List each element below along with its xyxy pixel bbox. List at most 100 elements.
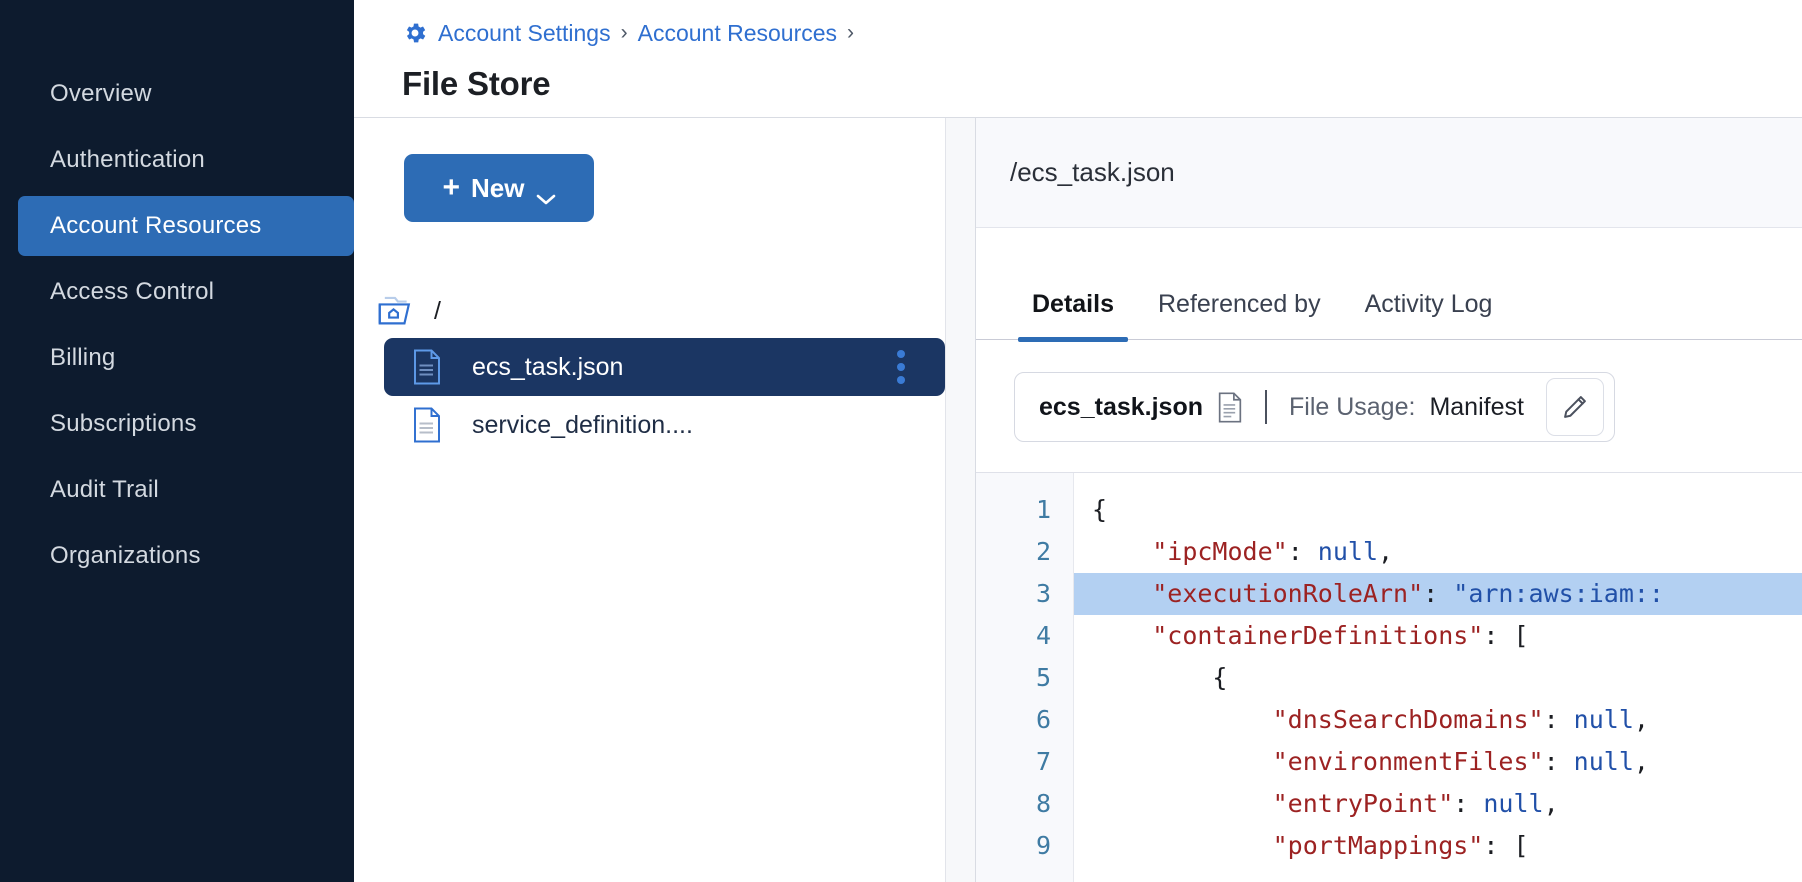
line-number: 5: [1035, 663, 1051, 692]
folder-home-icon: [376, 295, 414, 327]
file-icon: [412, 407, 442, 443]
code-token-val: null: [1573, 747, 1634, 776]
new-button-label: New: [471, 172, 525, 203]
sidebar-item-audit-trail[interactable]: Audit Trail: [0, 460, 354, 520]
code-token-key: "portMappings": [1272, 831, 1484, 860]
usage-label: File Usage:: [1289, 392, 1416, 421]
line-number: 9: [1035, 831, 1051, 860]
usage-value: Manifest: [1429, 392, 1524, 421]
file-usage-section: ecs_task.json File Usage: Manifest: [976, 340, 1802, 473]
code-token-punct: ,: [1378, 537, 1394, 566]
edit-usage-button[interactable]: [1545, 378, 1604, 436]
code-token-punct: {: [1092, 663, 1228, 692]
tree-root-label: /: [434, 296, 441, 325]
code-token-punct: [1092, 705, 1273, 734]
code-token-str: "arn:aws:iam::: [1453, 579, 1664, 608]
code-token-key: "containerDefinitions": [1152, 621, 1484, 650]
code-line[interactable]: "portMappings": [: [1074, 825, 1802, 867]
file-usage-card: ecs_task.json File Usage: Manifest: [1014, 372, 1615, 442]
code-token-punct: :: [1287, 537, 1318, 566]
sidebar-item-organizations[interactable]: Organizations: [0, 526, 354, 586]
line-number: 2: [1035, 537, 1051, 566]
chevron-down-icon: [536, 182, 556, 204]
sidebar-item-overview[interactable]: Overview: [0, 64, 354, 124]
tree-file-label: service_definition....: [472, 410, 693, 439]
tab-referenced-by[interactable]: Referenced by: [1157, 290, 1321, 318]
gear-icon: [402, 20, 428, 46]
code-token-val: null: [1483, 789, 1544, 818]
file-tree: / ecs_task.json service_definition....: [354, 284, 945, 454]
code-token-punct: ,: [1543, 789, 1559, 818]
code-token-punct: ,: [1633, 705, 1649, 734]
sidebar-item-label: Account Resources: [50, 212, 262, 239]
divider: [1265, 390, 1267, 424]
code-token-key: "dnsSearchDomains": [1272, 705, 1544, 734]
code-token-punct: [1092, 537, 1152, 566]
tab-activity-log[interactable]: Activity Log: [1364, 290, 1493, 318]
breadcrumb-link-1[interactable]: Account Settings: [438, 19, 611, 46]
kebab-menu-icon[interactable]: [897, 350, 905, 384]
sidebar-item-account-resources[interactable]: Account Resources: [18, 196, 354, 256]
tree-file-item[interactable]: ecs_task.json: [384, 338, 945, 396]
code-content[interactable]: { "ipcMode": null, "executionRoleArn": "…: [1074, 473, 1802, 882]
page-title: File Store: [402, 65, 551, 102]
content-body: + New / ecs_task.json service_definition..…: [354, 118, 1802, 882]
detail-tabs: Details Referenced by Activity Log: [976, 228, 1802, 342]
line-number: 4: [1035, 621, 1051, 650]
code-token-punct: [1092, 621, 1152, 650]
sidebar-item-label: Audit Trail: [50, 476, 159, 503]
file-icon: [412, 349, 442, 385]
code-line[interactable]: "containerDefinitions": [: [1074, 615, 1802, 657]
code-line[interactable]: {: [1074, 489, 1802, 531]
breadcrumb-link-2[interactable]: Account Resources: [637, 19, 838, 46]
code-token-key: "ipcMode": [1152, 537, 1288, 566]
file-tree-panel: + New / ecs_task.json service_definition..…: [354, 118, 946, 882]
code-line[interactable]: "environmentFiles": null,: [1074, 741, 1802, 783]
line-number: 1: [1035, 495, 1051, 524]
plus-icon: +: [442, 171, 461, 204]
topbar: Account Settings › Account Resources › File…: [354, 0, 1802, 118]
code-token-punct: : [: [1483, 831, 1529, 860]
tree-root-folder[interactable]: /: [354, 284, 945, 338]
sidebar-item-label: Subscriptions: [50, 410, 197, 437]
code-token-punct: :: [1543, 747, 1574, 776]
code-line[interactable]: {: [1074, 657, 1802, 699]
code-line[interactable]: "ipcMode": null,: [1074, 531, 1802, 573]
code-token-punct: [1092, 747, 1273, 776]
sidebar-item-label: Organizations: [50, 542, 201, 569]
code-token-key: "entryPoint": [1272, 789, 1454, 818]
code-token-punct: :: [1543, 705, 1574, 734]
panel-splitter[interactable]: [946, 118, 976, 882]
sidebar-item-billing[interactable]: Billing: [0, 328, 354, 388]
line-number: 7: [1035, 747, 1051, 776]
sidebar-item-label: Access Control: [50, 278, 215, 305]
breadcrumb-separator: ›: [620, 21, 628, 44]
breadcrumb-separator: ›: [847, 21, 855, 44]
pencil-icon: [1561, 393, 1589, 421]
code-line[interactable]: "executionRoleArn": "arn:aws:iam::: [1074, 573, 1802, 615]
sidebar-item-access-control[interactable]: Access Control: [0, 262, 354, 322]
sidebar-item-label: Authentication: [50, 146, 205, 173]
code-token-key: "environmentFiles": [1272, 747, 1544, 776]
tab-details[interactable]: Details: [1010, 290, 1136, 342]
code-line[interactable]: "entryPoint": null,: [1074, 783, 1802, 825]
code-token-val: null: [1317, 537, 1379, 566]
code-token-val: null: [1573, 705, 1634, 734]
document-icon: [1217, 391, 1243, 423]
sidebar-item-label: Overview: [50, 80, 152, 107]
tree-file-label: ecs_task.json: [472, 352, 624, 381]
code-token-key: "executionRoleArn": [1152, 579, 1424, 608]
code-line[interactable]: "dnsSearchDomains": null,: [1074, 699, 1802, 741]
code-token-punct: [1092, 789, 1273, 818]
tree-file-item[interactable]: service_definition....: [384, 396, 945, 454]
code-token-punct: [1092, 579, 1152, 608]
sidebar-item-subscriptions[interactable]: Subscriptions: [0, 394, 354, 454]
code-token-punct: ,: [1633, 747, 1649, 776]
new-button[interactable]: + New: [404, 154, 594, 222]
sidebar-item-authentication[interactable]: Authentication: [0, 130, 354, 190]
